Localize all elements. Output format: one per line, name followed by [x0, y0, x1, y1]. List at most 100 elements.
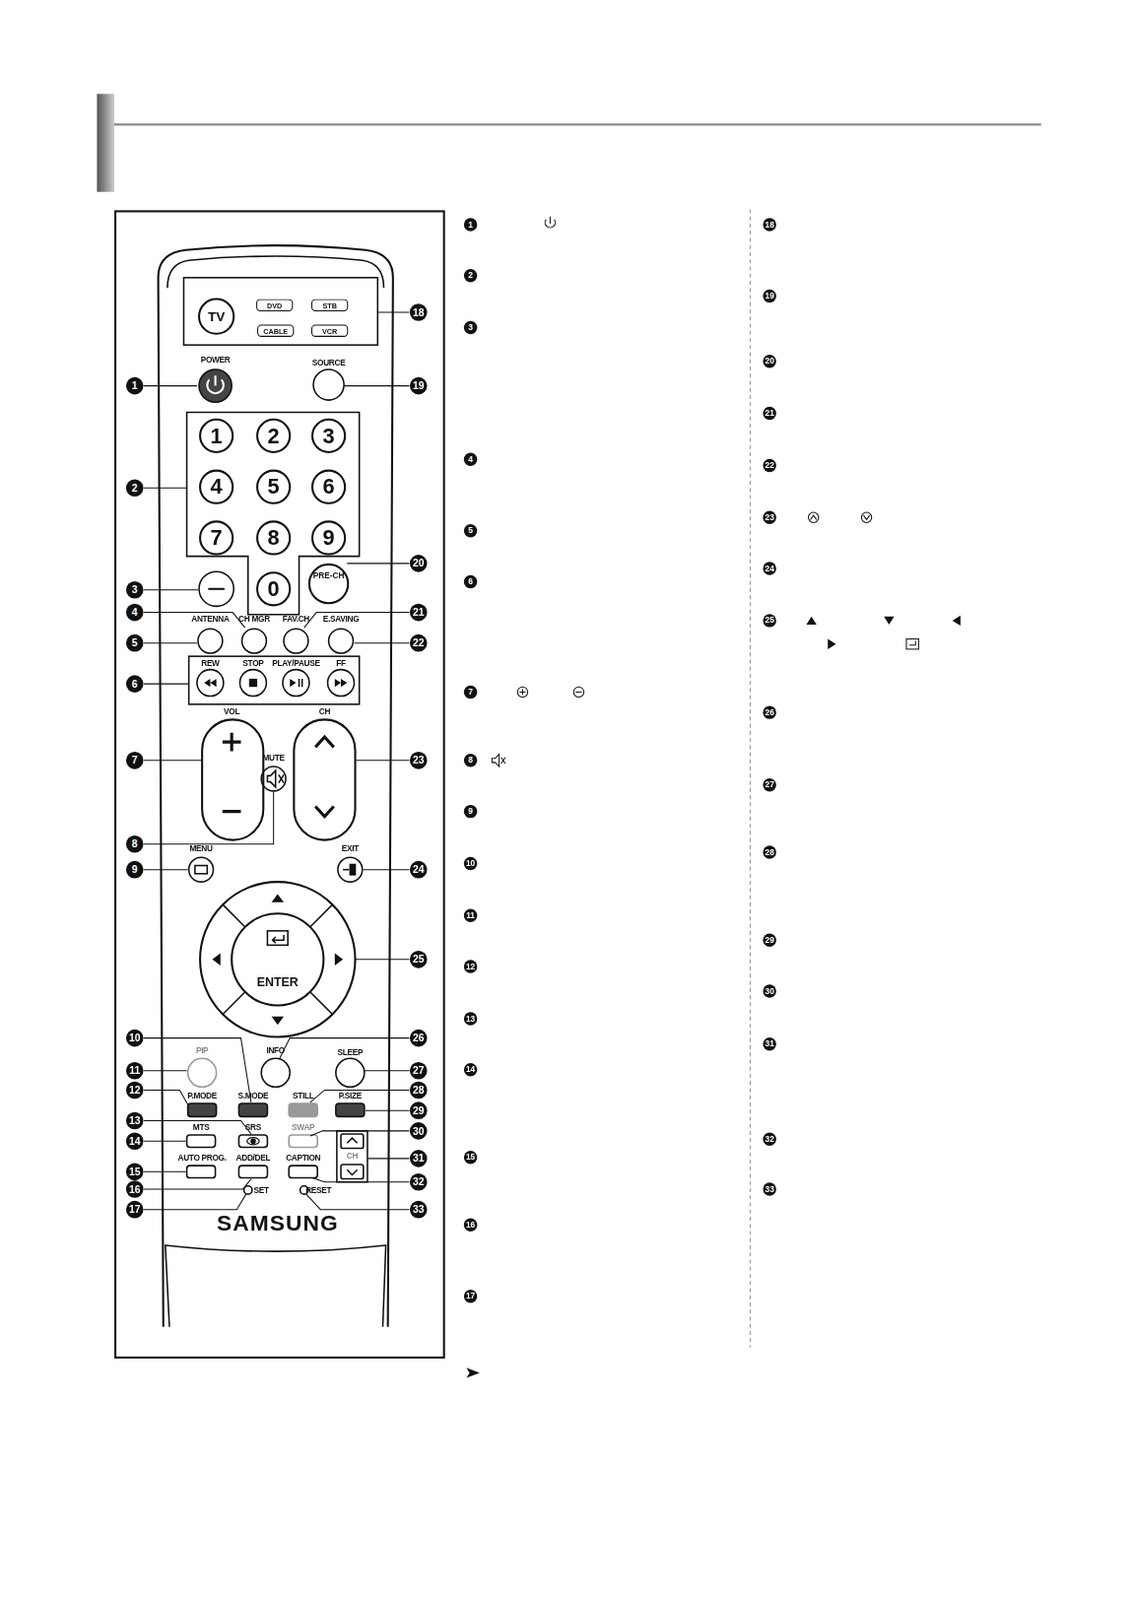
page: TVDVDSTBCABLEVCR1234567890PRE-CHENTERPOW… [0, 0, 1134, 1545]
list-number: 7 [464, 685, 477, 699]
list-number: 30 [762, 984, 776, 998]
button-label: FAV.CH [282, 614, 310, 624]
round-button: 7 [199, 520, 234, 555]
mode-button: VCR [311, 324, 348, 336]
callout-number: 10 [126, 1029, 144, 1048]
round-button: 9 [311, 520, 346, 555]
callout-number: 27 [409, 1062, 428, 1080]
remote-illustration [0, 0, 1134, 1545]
callout-number: 5 [126, 634, 144, 653]
callout-number: 28 [409, 1081, 428, 1100]
button-label: RESET [305, 1185, 332, 1195]
button-label: VOL [223, 706, 240, 716]
callout-number: 9 [126, 861, 144, 879]
button-label: DVD [266, 301, 282, 309]
button-label: 0 [267, 576, 280, 601]
callout-number: 21 [409, 603, 428, 622]
button-label: EXIT [341, 843, 359, 853]
callout-number: 30 [409, 1122, 428, 1140]
button-label: FF [335, 659, 346, 668]
button-label: ADD/DEL [236, 1153, 271, 1163]
list-number: 13 [464, 1011, 477, 1025]
list-number: 32 [762, 1132, 776, 1145]
round-button: 5 [256, 469, 291, 505]
button-label: AUTO PROG. [178, 1153, 227, 1163]
list-number: 6 [464, 575, 477, 589]
callout-number: 13 [126, 1112, 144, 1131]
list-number: 3 [464, 321, 477, 334]
button-label: VCR [322, 327, 337, 334]
callout-number: 31 [409, 1149, 428, 1168]
button-label: SRS [245, 1123, 262, 1133]
round-button: 6 [311, 469, 346, 505]
button-label: 3 [323, 423, 335, 449]
button-label: S.MODE [238, 1091, 269, 1101]
callout-number: 12 [126, 1081, 144, 1100]
callout-number: 23 [409, 751, 428, 770]
callout-number: 2 [126, 478, 144, 497]
callout-number: 25 [409, 950, 428, 969]
callout-number: 11 [126, 1062, 144, 1080]
round-button: 1 [199, 418, 234, 454]
button-label: 4 [210, 474, 223, 500]
callout-number: 20 [409, 554, 428, 573]
round-button: 2 [256, 418, 291, 454]
button-label: 8 [267, 526, 280, 551]
button-label: P.MODE [187, 1091, 217, 1101]
button-label: ENTER [257, 974, 299, 990]
button-label: SET [254, 1185, 269, 1195]
button-label: REW [200, 659, 219, 668]
list-number: 12 [464, 959, 477, 973]
button-label: P.SIZE [338, 1091, 362, 1101]
button-label: CH MGR [238, 614, 270, 624]
list-number: 11 [464, 909, 477, 923]
list-number: 31 [762, 1037, 776, 1051]
callout-number: 8 [126, 835, 144, 854]
button-label: E.SAVING [323, 614, 360, 624]
list-number: 27 [762, 778, 776, 792]
button-label: MUTE [263, 753, 285, 763]
callout-number: 16 [126, 1180, 144, 1199]
round-button: 4 [199, 469, 234, 505]
button-label: TV [207, 308, 225, 325]
list-number: 15 [464, 1150, 477, 1164]
list-number: 33 [762, 1182, 776, 1196]
list-number: 28 [762, 845, 776, 859]
list-number: 24 [762, 561, 776, 575]
button-label: PIP [196, 1045, 208, 1055]
list-number: 14 [464, 1063, 477, 1076]
callout-number: 6 [126, 674, 144, 693]
round-button: ENTER [231, 913, 324, 1005]
round-button: 8 [256, 520, 291, 555]
callout-number: 3 [126, 581, 144, 600]
list-number: 9 [464, 804, 477, 818]
list-number: 17 [464, 1289, 477, 1303]
callout-number: 24 [409, 861, 428, 879]
button-label: SWAP [291, 1123, 315, 1133]
button-label: ANTENNA [191, 614, 229, 624]
callout-number: 29 [409, 1101, 428, 1120]
callout-number: 1 [126, 377, 144, 396]
button-label: 6 [323, 474, 335, 500]
brand-name: SAMSUNG [216, 1210, 339, 1238]
button-label: 9 [323, 526, 335, 551]
mode-button: CABLE [257, 324, 294, 336]
button-label: CABLE [263, 327, 288, 334]
mode-button: STB [311, 299, 348, 312]
button-label: CAPTION [285, 1153, 321, 1163]
button-label: MTS [193, 1123, 210, 1133]
list-number: 21 [762, 406, 776, 420]
callout-number: 32 [409, 1173, 428, 1192]
callout-number: 4 [126, 603, 144, 622]
list-number: 22 [762, 459, 776, 472]
list-number: 4 [464, 452, 477, 466]
list-number: 19 [762, 289, 776, 303]
round-button: 0 [256, 571, 291, 606]
callout-number: 14 [126, 1132, 144, 1150]
button-label: SLEEP [337, 1047, 364, 1057]
button-label: 2 [267, 423, 280, 449]
button-label: CH [319, 706, 331, 716]
button-label: 1 [210, 423, 223, 449]
button-label: STB [322, 301, 337, 309]
list-number: 18 [762, 217, 776, 231]
